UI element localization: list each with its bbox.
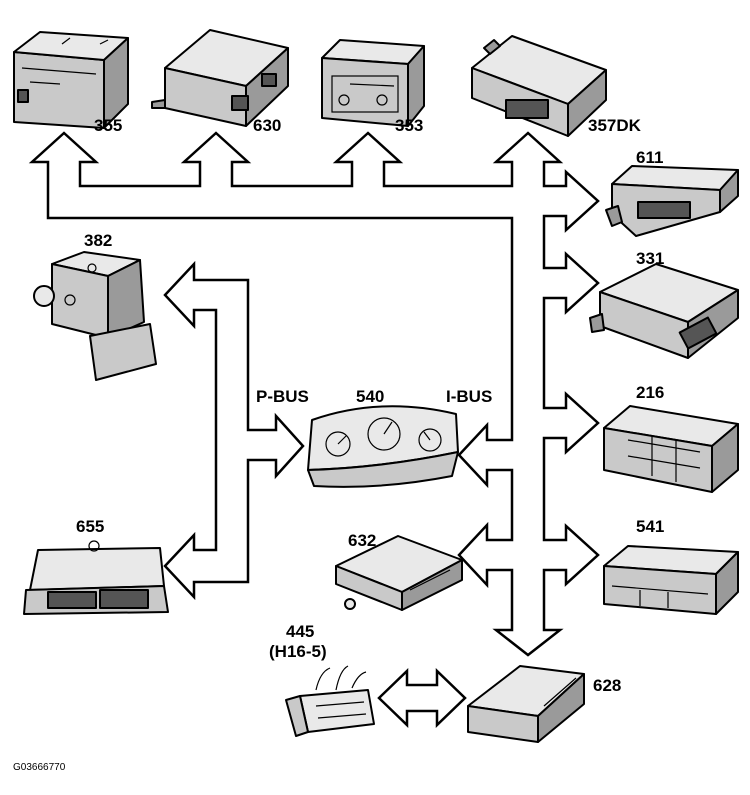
module-628 bbox=[467, 665, 585, 743]
module-216 bbox=[603, 405, 739, 493]
label-331: 331 bbox=[636, 249, 664, 268]
label-541: 541 bbox=[636, 517, 664, 536]
bus-arrows bbox=[28, 131, 600, 728]
module-353 bbox=[321, 39, 425, 127]
module-655 bbox=[23, 540, 169, 615]
module-labels: 355 630 353 357DK 611 331 382 540 P-BUS … bbox=[13, 116, 664, 773]
label-355: 355 bbox=[94, 116, 122, 135]
p-bus-arrow bbox=[163, 260, 305, 601]
figure-id: G03666770 bbox=[13, 762, 66, 773]
label-353: 353 bbox=[395, 116, 423, 135]
label-357dk: 357DK bbox=[588, 116, 642, 135]
label-i-bus: I-BUS bbox=[446, 387, 492, 406]
label-655: 655 bbox=[76, 517, 104, 536]
label-540: 540 bbox=[356, 387, 384, 406]
label-628: 628 bbox=[593, 676, 621, 695]
label-216: 216 bbox=[636, 383, 664, 402]
label-445-sub: (H16-5) bbox=[269, 642, 327, 661]
label-630: 630 bbox=[253, 116, 281, 135]
module-632 bbox=[335, 535, 463, 611]
module-541 bbox=[603, 545, 739, 615]
label-445: 445 bbox=[286, 622, 314, 641]
module-611 bbox=[605, 165, 739, 237]
diagnostic-double-arrow bbox=[377, 668, 467, 728]
label-632: 632 bbox=[348, 531, 376, 550]
module-355 bbox=[13, 31, 129, 129]
label-p-bus: P-BUS bbox=[256, 387, 309, 406]
label-382: 382 bbox=[84, 231, 112, 250]
label-611: 611 bbox=[636, 148, 663, 167]
module-357dk bbox=[471, 35, 607, 137]
module-331 bbox=[589, 263, 739, 359]
module-445-connector bbox=[285, 665, 375, 737]
module-382 bbox=[33, 251, 157, 381]
module-630 bbox=[151, 29, 289, 127]
i-bus-top-tree-arrow bbox=[28, 131, 600, 657]
module-540 bbox=[307, 405, 459, 488]
